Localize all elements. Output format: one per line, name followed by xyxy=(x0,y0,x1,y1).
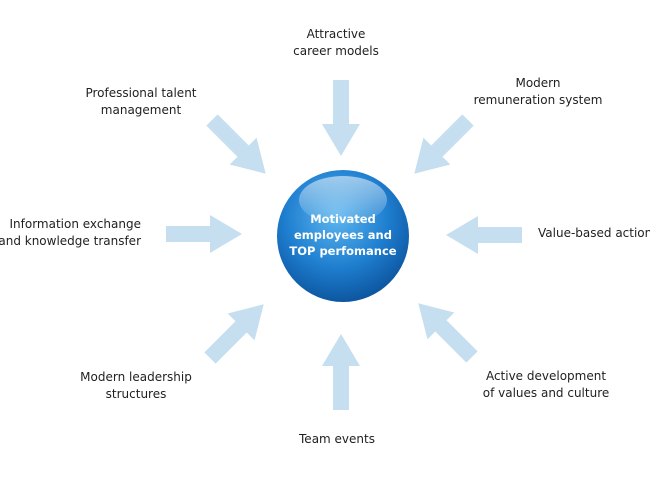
factor-label-line: Team events xyxy=(299,432,375,446)
center-sphere xyxy=(277,170,409,302)
factor-label-information: Information exchange and knowledge trans… xyxy=(0,216,141,250)
center-label-line: TOP perfomance xyxy=(289,244,397,258)
arrow-top xyxy=(322,80,360,156)
arrow-top-right xyxy=(400,106,482,188)
factor-label-line: Modern xyxy=(515,76,561,90)
factor-label-career: Attractive career models xyxy=(293,26,379,60)
factor-label-remuneration: Modern remuneration system xyxy=(474,75,603,109)
factor-label-line: Information exchange xyxy=(9,217,141,231)
factor-label-line: management xyxy=(100,103,182,117)
factor-label-culture: Active development of values and culture xyxy=(483,368,610,402)
factor-label-line: Active development xyxy=(485,369,607,383)
factor-label-line: and knowledge transfer xyxy=(0,234,141,248)
center-label-line: Motivated xyxy=(310,212,376,226)
factor-label-line: Value-based action xyxy=(538,226,650,240)
factor-label-line: career models xyxy=(293,44,379,58)
center-label: Motivated employees and TOP perfomance xyxy=(289,211,396,259)
factor-label-events: Team events xyxy=(299,431,375,448)
factor-label-line: Attractive xyxy=(306,27,366,41)
arrow-bottom-left xyxy=(196,290,278,372)
factor-label-values: Value-based action xyxy=(538,225,650,242)
arrow-left xyxy=(166,215,242,253)
arrow-top-left xyxy=(198,106,280,188)
factor-label-line: Professional talent xyxy=(85,86,197,100)
arrow-right xyxy=(446,216,522,254)
center-label-line: employees and xyxy=(294,228,392,242)
factor-label-line: Modern leadership xyxy=(80,370,192,384)
factor-label-talent: Professional talent management xyxy=(85,85,196,119)
factor-label-leadership: Modern leadership structures xyxy=(80,369,192,403)
factor-label-line: of values and culture xyxy=(482,386,610,400)
arrow-bottom-right xyxy=(404,289,486,371)
factor-label-line: remuneration system xyxy=(473,93,603,107)
arrow-bottom xyxy=(322,334,360,410)
factor-label-line: structures xyxy=(105,387,167,401)
